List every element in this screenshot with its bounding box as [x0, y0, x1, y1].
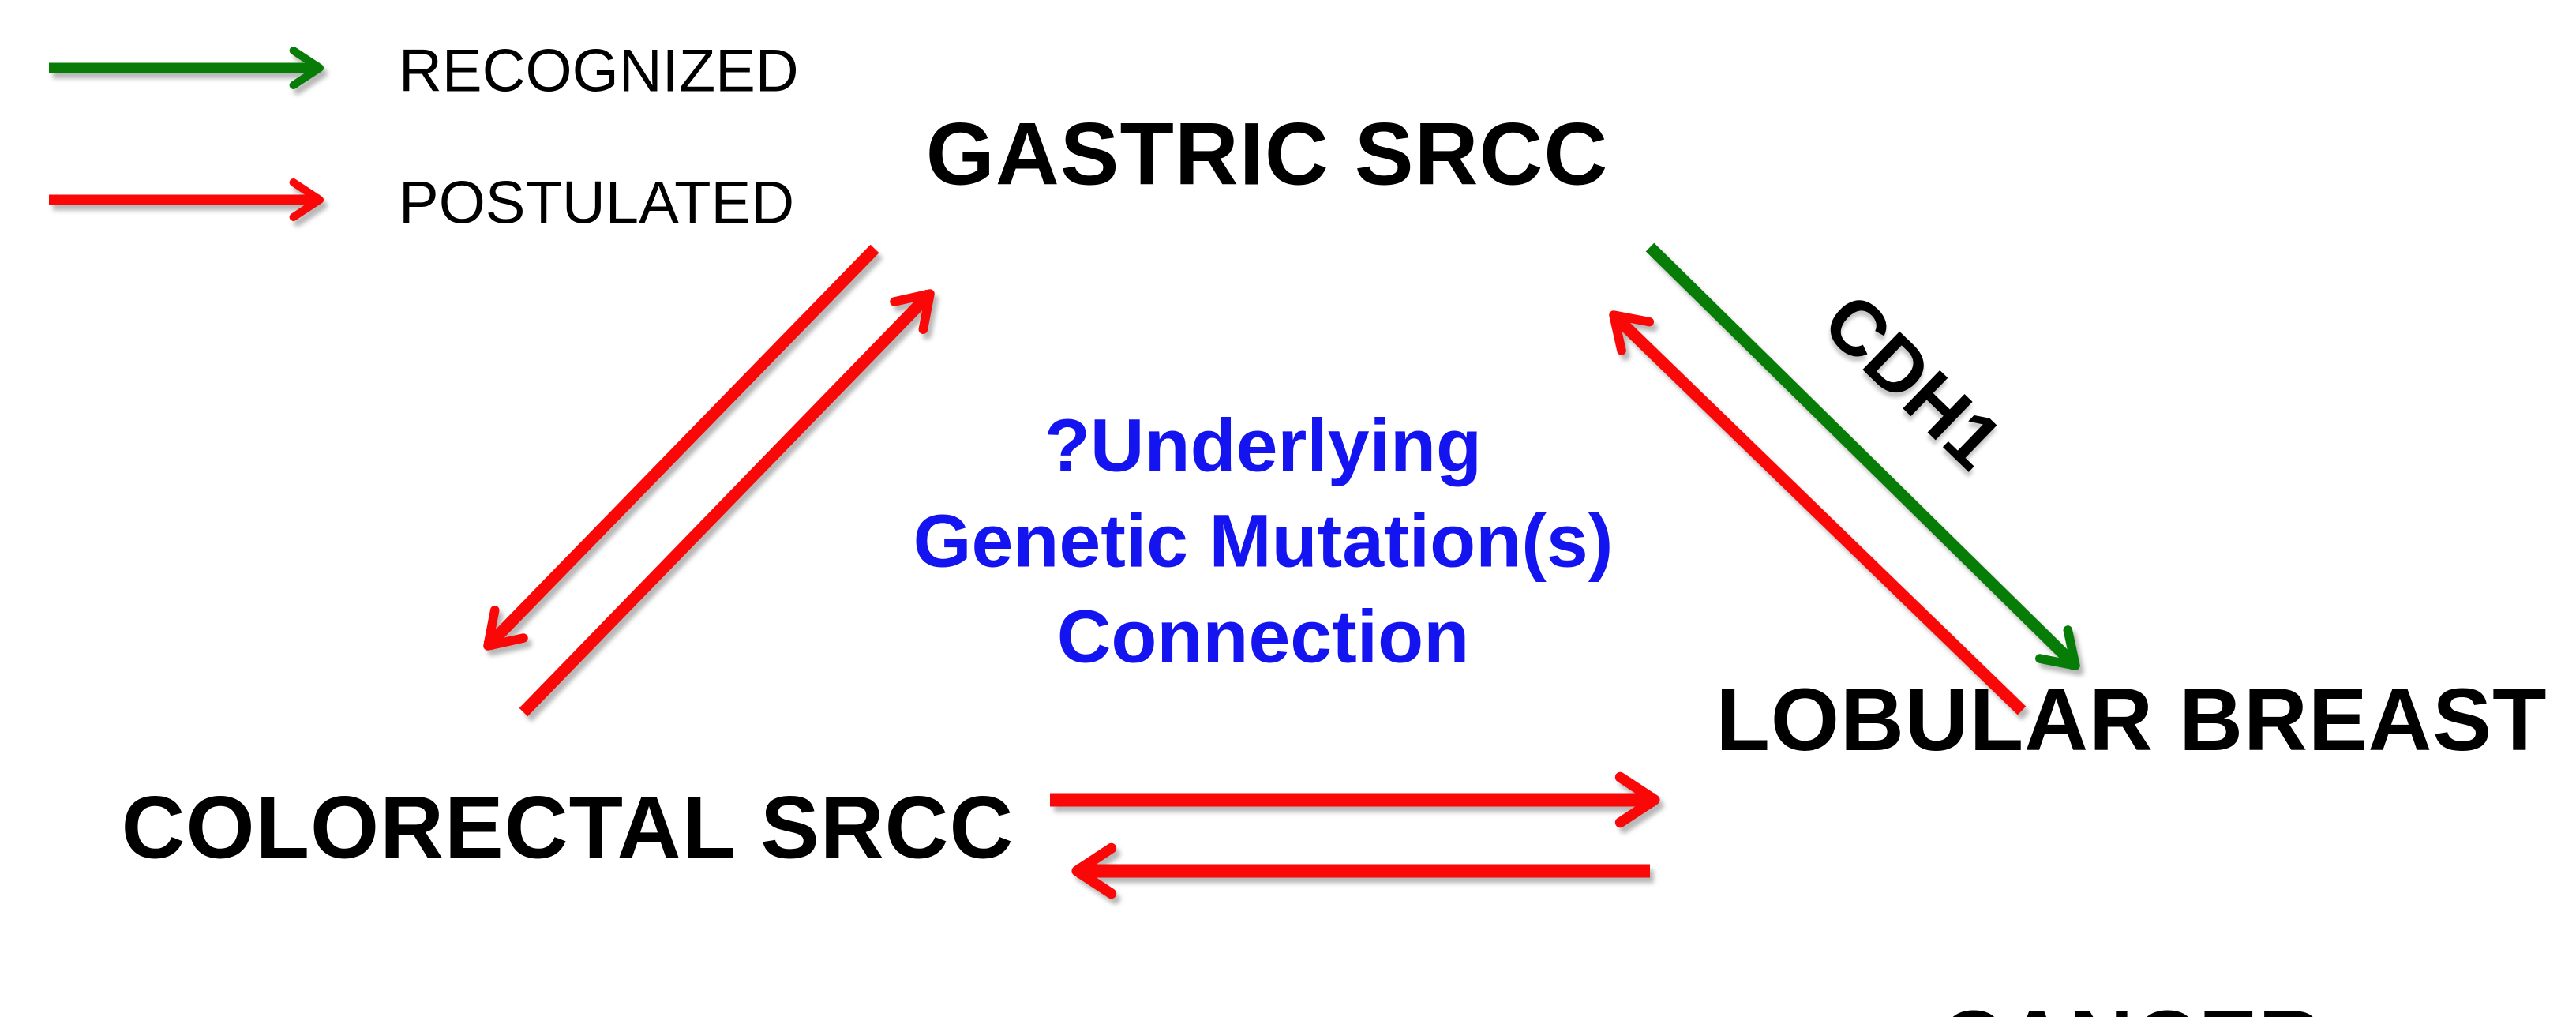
legend-item-recognized-label: RECOGNIZED [399, 37, 799, 105]
center-note-line2: Genetic Mutation(s) [913, 499, 1614, 584]
edge-colorectal-to-gastric-arrow [519, 289, 935, 717]
center-note-line3: Connection [1056, 595, 1470, 679]
node-lobular-line1: LOBULAR BREAST [1715, 670, 2548, 769]
legend-item-postulated-label: POSTULATED [399, 169, 795, 237]
node-lobular-breast-cancer: LOBULAR BREAST CANCER [1715, 452, 2547, 1017]
node-gastric-srcc: GASTRIC SRCC [925, 104, 1609, 204]
edge-gastric-to-lobular-arrow [1645, 242, 2080, 670]
node-lobular-line2: CANCER [1715, 989, 2547, 1017]
center-note: ?Underlying Genetic Mutation(s) Connecti… [913, 399, 1614, 685]
edge-lobular-to-gastric-arrow [1609, 310, 2027, 715]
center-note-line1: ?Underlying [1044, 403, 1483, 488]
node-colorectal-srcc: COLORECTAL SRCC [121, 778, 1014, 877]
edge-gastric-to-colorectal-arrow [483, 244, 879, 651]
